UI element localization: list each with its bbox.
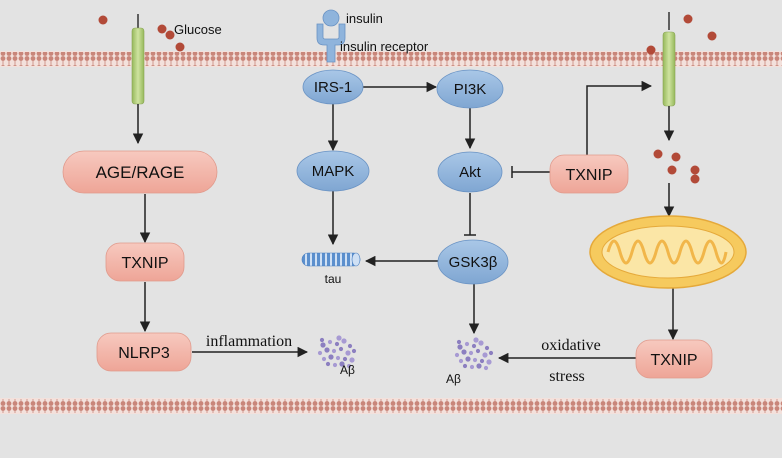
txnip-right-node: TXNIP — [635, 339, 713, 379]
inflammation-label: inflammation — [206, 333, 292, 350]
glucose-transporter-right — [662, 12, 676, 107]
abeta-cluster-center — [454, 337, 494, 371]
insulin-receptor-label: insulin receptor — [340, 39, 429, 54]
glucose-label: Glucose — [174, 22, 222, 37]
insulin-receptor-icon — [316, 9, 346, 63]
inhibit-txnip-akt — [511, 166, 550, 178]
abeta-center-label: Aβ — [446, 372, 461, 386]
txnip-left-label: TXNIP — [121, 255, 168, 272]
gsk3b-label: GSK3β — [449, 254, 498, 271]
tau-label: tau — [325, 272, 342, 286]
age-rage-node: AGE/RAGE — [62, 150, 218, 194]
txnip-center-label: TXNIP — [565, 167, 612, 184]
abeta-left-label: Aβ — [340, 363, 355, 377]
glucose-molecules-right — [646, 14, 717, 184]
arrow-txnip-to-transporter — [586, 80, 653, 155]
pi3k-label: PI3K — [454, 81, 487, 98]
akt-node: Akt — [437, 151, 503, 193]
age-rage-label: AGE/RAGE — [96, 163, 185, 182]
mapk-label: MAPK — [312, 163, 355, 180]
gsk3b-node: GSK3β — [437, 239, 509, 285]
stress-label: stress — [549, 368, 585, 385]
glucose-molecules-top-left — [98, 15, 185, 52]
mitochondrion-icon — [589, 215, 747, 289]
nlrp3-label: NLRP3 — [118, 345, 170, 362]
oxidative-label: oxidative — [541, 337, 601, 354]
mapk-node: MAPK — [296, 150, 370, 192]
irs1-node: IRS-1 — [302, 69, 364, 105]
akt-label: Akt — [459, 164, 482, 181]
txnip-center-node: TXNIP — [549, 154, 629, 194]
inhibit-akt-gsk3b — [464, 193, 476, 236]
txnip-right-label: TXNIP — [650, 352, 697, 369]
txnip-left-node: TXNIP — [105, 242, 185, 282]
nlrp3-node: NLRP3 — [96, 332, 192, 372]
tau-icon — [301, 252, 361, 267]
insulin-label: insulin — [346, 11, 383, 26]
abeta-cluster-left — [317, 335, 357, 369]
irs1-label: IRS-1 — [314, 79, 352, 96]
glucose-transporter-left — [131, 14, 145, 105]
top-membrane — [0, 51, 782, 67]
bottom-membrane — [0, 398, 782, 414]
pi3k-node: PI3K — [436, 69, 504, 109]
